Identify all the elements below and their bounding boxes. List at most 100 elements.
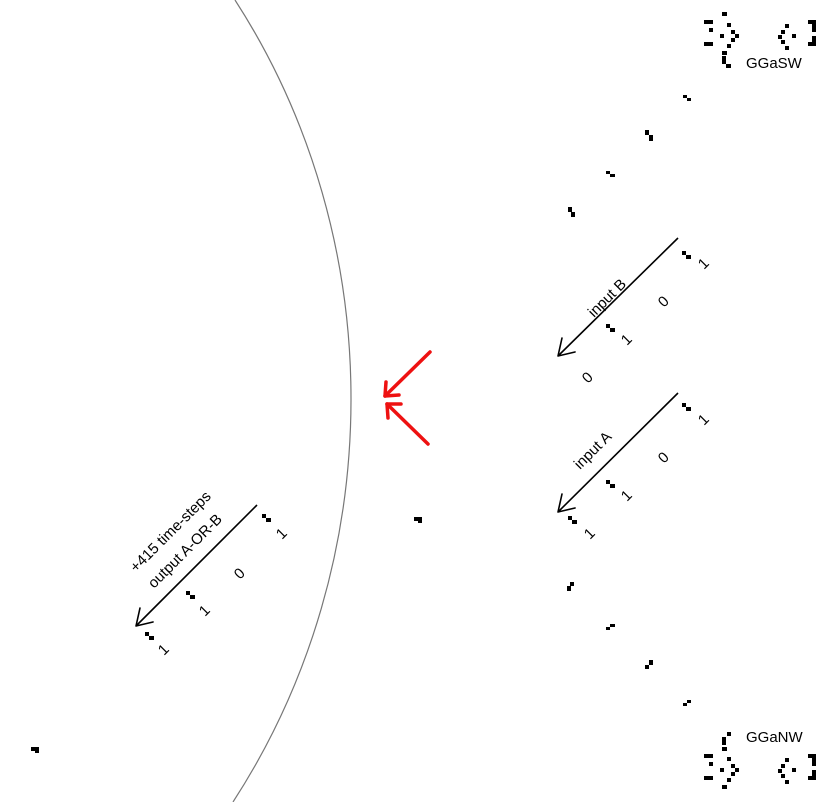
cell <box>727 757 731 761</box>
input-a-glider-3 <box>568 516 577 524</box>
cell <box>610 484 615 488</box>
glider <box>568 207 575 217</box>
cell <box>731 764 735 768</box>
cell <box>687 98 691 101</box>
input-a-bit: 1 <box>695 411 713 429</box>
output-bit: 1 <box>196 602 214 620</box>
boundary-arc <box>232 0 352 802</box>
input-a-bit: 0 <box>655 449 673 467</box>
cell <box>781 30 785 34</box>
cell <box>785 46 789 50</box>
cell <box>704 20 709 24</box>
cell <box>808 754 816 758</box>
cell <box>683 95 687 98</box>
input-b-bit: 1 <box>695 255 713 273</box>
cell <box>808 776 816 780</box>
glider-near-gun-bottom <box>722 732 731 745</box>
gun-bottom-right: GGaNW <box>704 729 816 789</box>
glider-stream-bottom <box>567 582 691 706</box>
input-a-label: input A <box>571 428 615 472</box>
glider <box>683 700 691 706</box>
cell <box>709 762 713 766</box>
cell <box>704 42 709 46</box>
cell <box>610 174 615 177</box>
cell <box>720 768 724 772</box>
output-glider-1 <box>262 514 271 522</box>
cell <box>722 747 727 751</box>
input-a-glider-1 <box>682 403 691 411</box>
cell <box>812 758 816 766</box>
cell <box>682 403 686 407</box>
cell <box>610 328 615 332</box>
cell <box>686 255 691 259</box>
cell <box>735 34 739 38</box>
cell <box>778 769 782 773</box>
cell <box>262 514 266 518</box>
cell <box>778 35 782 39</box>
input-a-stream: input A 1 0 1 1 <box>557 392 713 543</box>
gun-pattern-glyph-right-bottom <box>778 754 816 784</box>
cell <box>808 42 816 46</box>
cell <box>414 517 418 521</box>
glider <box>606 624 615 630</box>
cell <box>722 737 726 741</box>
cell <box>606 480 610 484</box>
output-arrowhead <box>135 607 154 627</box>
input-b-glider-1 <box>682 251 691 259</box>
cell <box>709 42 713 46</box>
input-b-glider-2 <box>606 324 615 332</box>
lower-red-arrowhead <box>385 402 403 420</box>
gganw-label: GGaNW <box>746 729 804 746</box>
cell <box>792 34 796 38</box>
cell <box>731 38 735 42</box>
upper-red-arrowhead <box>383 380 401 398</box>
cell <box>572 520 577 524</box>
cell <box>266 518 271 522</box>
cell <box>567 586 571 591</box>
cell <box>781 774 785 778</box>
cell <box>606 171 610 174</box>
cell <box>418 517 422 523</box>
glider-stream-top <box>568 95 691 217</box>
cell <box>735 768 739 772</box>
cell <box>726 64 731 68</box>
cell <box>31 747 35 751</box>
cell <box>35 747 39 753</box>
input-a-glider-2 <box>606 480 615 488</box>
cell <box>727 732 731 736</box>
input-a-bit: 1 <box>618 487 636 505</box>
red-direction-arrows <box>383 350 432 446</box>
input-b-bit: 1 <box>618 331 636 349</box>
output-bit: 1 <box>273 525 291 543</box>
cell <box>781 40 785 44</box>
cell <box>812 36 816 42</box>
cell <box>720 34 724 38</box>
cell <box>190 595 195 599</box>
glider <box>567 582 574 591</box>
glider <box>683 95 691 101</box>
input-b-arrowhead <box>557 337 576 357</box>
central-glider <box>414 517 422 523</box>
cell <box>683 703 687 706</box>
output-bit: 0 <box>231 565 249 583</box>
input-a-arrowhead <box>557 493 576 513</box>
cell <box>792 768 796 772</box>
cell <box>704 754 709 758</box>
glider <box>606 171 615 177</box>
cell <box>727 778 731 782</box>
cell <box>709 754 713 758</box>
cell <box>722 51 727 55</box>
upper-red-arrow <box>383 350 432 398</box>
cell <box>785 780 789 784</box>
cell <box>709 28 713 32</box>
cell <box>709 20 713 24</box>
cell <box>186 591 190 595</box>
cell <box>727 44 731 48</box>
output-stream: +415 time-steps output A-OR-B 1 0 1 1 <box>127 488 291 659</box>
output-bit: 1 <box>155 641 173 659</box>
cell <box>571 212 575 217</box>
cell <box>785 24 789 28</box>
gun-top-right: GGaSW <box>704 12 816 72</box>
gun-pattern-glyph-right <box>778 20 816 50</box>
